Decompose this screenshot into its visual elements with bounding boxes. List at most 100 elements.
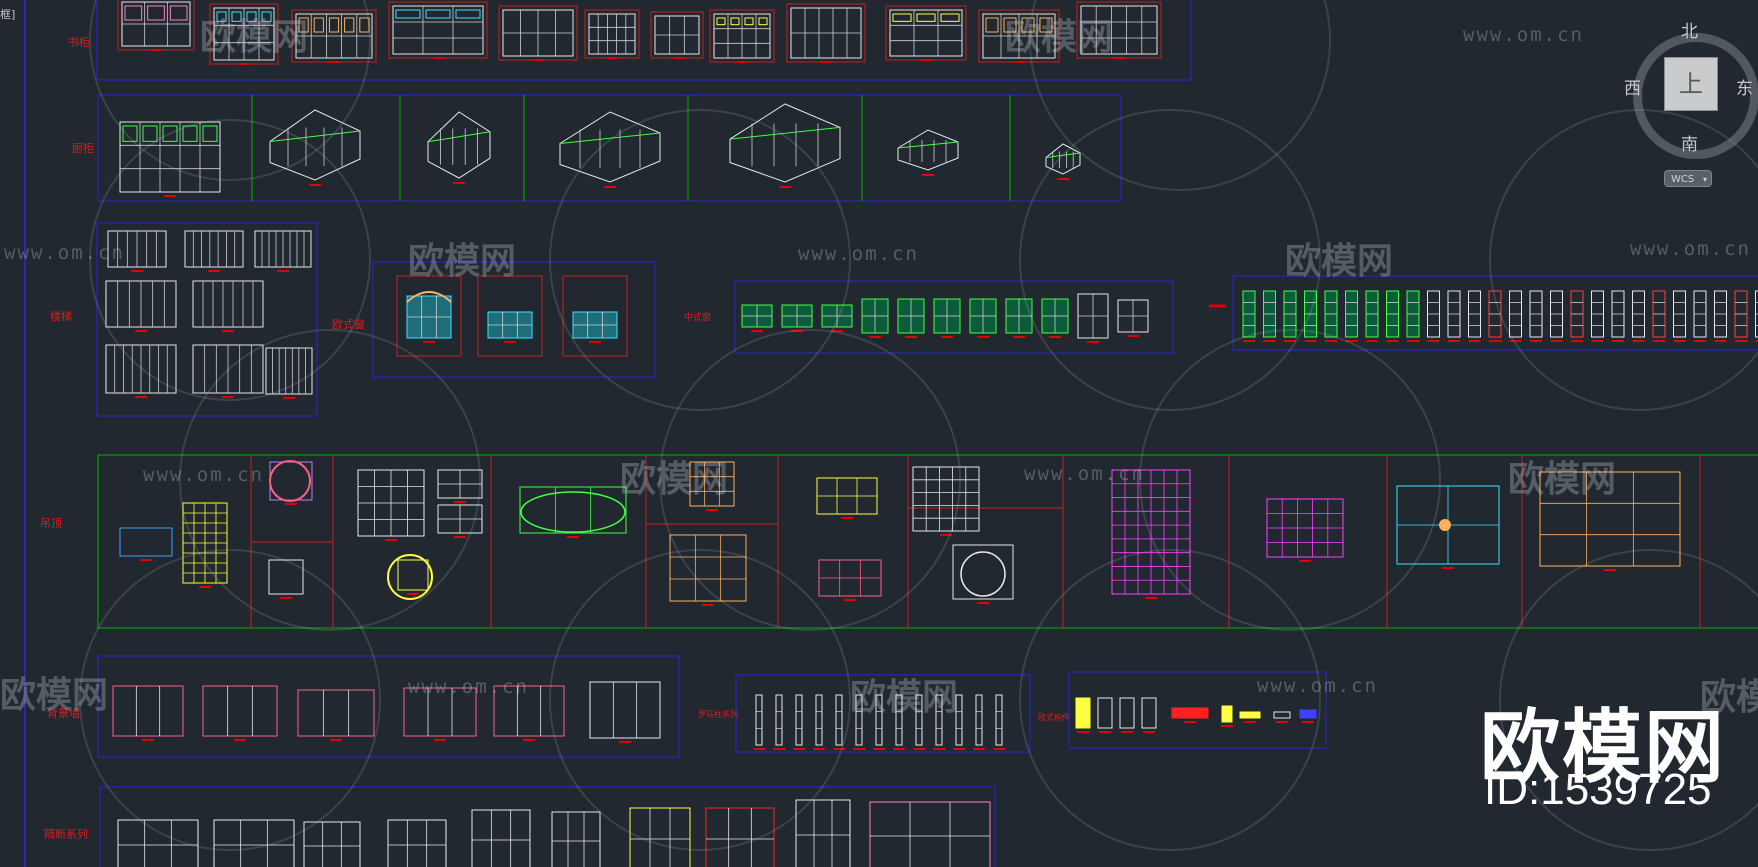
cad-thumbnail[interactable]	[793, 694, 805, 750]
cad-thumbnail[interactable]	[1242, 290, 1256, 342]
cad-thumbnail[interactable]	[1673, 290, 1686, 342]
bookcase-block[interactable]	[96, 0, 1192, 81]
cad-thumbnail[interactable]	[1324, 290, 1338, 342]
viewcube-compass-ring[interactable]	[1633, 33, 1758, 159]
viewcube-east[interactable]: 东	[1736, 79, 1753, 99]
cad-thumbnail[interactable]	[254, 230, 312, 272]
cad-thumbnail[interactable]	[741, 304, 773, 332]
cad-thumbnail[interactable]	[1111, 469, 1191, 599]
cad-thumbnail[interactable]	[584, 9, 640, 59]
cad-thumbnail[interactable]	[1539, 471, 1681, 571]
cad-thumbnail[interactable]	[786, 3, 866, 63]
cad-thumbnail[interactable]	[437, 504, 483, 538]
cad-thumbnail[interactable]	[1693, 290, 1707, 342]
cad-thumbnail[interactable]	[629, 807, 691, 867]
cad-thumbnail[interactable]	[112, 685, 184, 741]
cad-thumbnail[interactable]	[192, 280, 264, 332]
cad-thumbnail[interactable]	[978, 9, 1060, 63]
cad-thumbnail[interactable]	[1734, 290, 1748, 342]
cad-thumbnail[interactable]	[1283, 290, 1297, 342]
cad-thumbnail[interactable]	[897, 129, 959, 176]
cad-thumbnail[interactable]	[795, 799, 851, 867]
cad-thumbnail[interactable]	[105, 280, 177, 332]
cad-thumbnail[interactable]	[387, 819, 447, 867]
cad-thumbnail[interactable]	[493, 685, 565, 741]
cad-thumbnail[interactable]	[297, 689, 375, 741]
cad-thumbnail[interactable]	[873, 694, 885, 750]
cad-thumbnail[interactable]	[1591, 290, 1604, 342]
cad-thumbnail[interactable]	[1652, 290, 1666, 342]
cad-thumbnail[interactable]	[269, 109, 361, 186]
cad-thumbnail[interactable]	[821, 304, 853, 332]
cad-thumbnail[interactable]	[437, 469, 483, 503]
cad-thumbnail[interactable]	[268, 559, 304, 599]
cad-thumbnail[interactable]	[202, 685, 278, 741]
cad-thumbnail[interactable]	[1304, 290, 1317, 342]
cad-thumbnail[interactable]	[969, 298, 997, 338]
viewcube-north[interactable]: 北	[1681, 22, 1698, 42]
cad-thumbnail[interactable]	[559, 111, 661, 188]
cad-thumbnail[interactable]	[119, 527, 173, 561]
cad-thumbnail[interactable]	[669, 534, 747, 606]
cad-thumbnail[interactable]	[117, 0, 195, 51]
wcs-menu-button[interactable]: WCS▾	[1664, 170, 1712, 187]
cad-thumbnail[interactable]	[182, 502, 228, 588]
cad-thumbnail[interactable]	[1273, 711, 1291, 723]
cad-thumbnail[interactable]	[869, 801, 991, 867]
cad-thumbnail[interactable]	[1239, 711, 1261, 723]
cad-thumbnail[interactable]	[933, 694, 945, 750]
cad-thumbnail[interactable]	[1263, 290, 1276, 342]
cad-thumbnail[interactable]	[107, 230, 167, 272]
cad-thumbnail[interactable]	[117, 819, 199, 867]
cad-thumbnail[interactable]	[572, 311, 618, 343]
partition-strip-block[interactable]	[1209, 275, 1758, 351]
cad-thumbnail[interactable]	[498, 5, 578, 61]
cad-thumbnail[interactable]	[303, 821, 361, 867]
cad-thumbnail[interactable]	[192, 344, 264, 398]
cad-thumbnail[interactable]	[1097, 697, 1113, 733]
feature-wall-block[interactable]	[97, 655, 680, 758]
cad-thumbnail[interactable]	[913, 694, 925, 750]
european-parts-block[interactable]	[1068, 671, 1327, 749]
cad-thumbnail[interactable]	[1447, 290, 1461, 342]
cad-thumbnail[interactable]	[397, 559, 429, 595]
cad-thumbnail[interactable]	[105, 344, 177, 398]
cad-thumbnail[interactable]	[813, 694, 825, 750]
cad-thumbnail[interactable]	[1171, 707, 1209, 723]
cad-thumbnail[interactable]	[952, 544, 1014, 604]
cad-thumbnail[interactable]	[1632, 290, 1645, 342]
european-window-block[interactable]	[372, 261, 656, 378]
cad-thumbnail[interactable]	[357, 469, 425, 541]
cad-thumbnail[interactable]	[1266, 498, 1344, 562]
cad-thumbnail[interactable]	[853, 694, 865, 750]
cad-thumbnail[interactable]	[1714, 290, 1727, 342]
cad-thumbnail[interactable]	[1386, 290, 1399, 342]
cad-thumbnail[interactable]	[818, 559, 882, 601]
cad-thumbnail[interactable]	[1076, 1, 1162, 59]
cad-thumbnail[interactable]	[885, 5, 967, 61]
cad-thumbnail[interactable]	[1075, 697, 1091, 733]
cad-thumbnail[interactable]	[933, 298, 961, 338]
cad-thumbnail[interactable]	[1141, 697, 1157, 733]
kitchen-cabinet-block[interactable]	[97, 94, 1122, 202]
cad-thumbnail[interactable]	[1117, 299, 1149, 337]
viewcube-south[interactable]: 南	[1681, 135, 1698, 155]
cad-thumbnail[interactable]	[403, 687, 477, 741]
cad-thumbnail[interactable]	[893, 694, 905, 750]
chinese-window-block[interactable]	[734, 280, 1174, 354]
cad-thumbnail[interactable]	[1427, 290, 1440, 342]
cad-thumbnail[interactable]	[471, 809, 531, 867]
cad-thumbnail[interactable]	[487, 311, 533, 343]
cad-thumbnail[interactable]	[729, 103, 841, 188]
cad-thumbnail[interactable]	[589, 681, 661, 743]
cad-thumbnail[interactable]	[1299, 709, 1317, 723]
cad-thumbnail[interactable]	[1611, 290, 1625, 342]
cad-thumbnail[interactable]	[973, 694, 985, 750]
viewcube-top-face[interactable]: 上	[1664, 57, 1718, 111]
cad-thumbnail[interactable]	[993, 694, 1005, 750]
cad-thumbnail[interactable]	[388, 1, 488, 59]
cad-thumbnail[interactable]	[209, 3, 279, 65]
cad-thumbnail[interactable]	[427, 111, 491, 184]
cad-thumbnail[interactable]	[650, 11, 704, 59]
cad-thumbnail[interactable]	[1345, 290, 1358, 342]
